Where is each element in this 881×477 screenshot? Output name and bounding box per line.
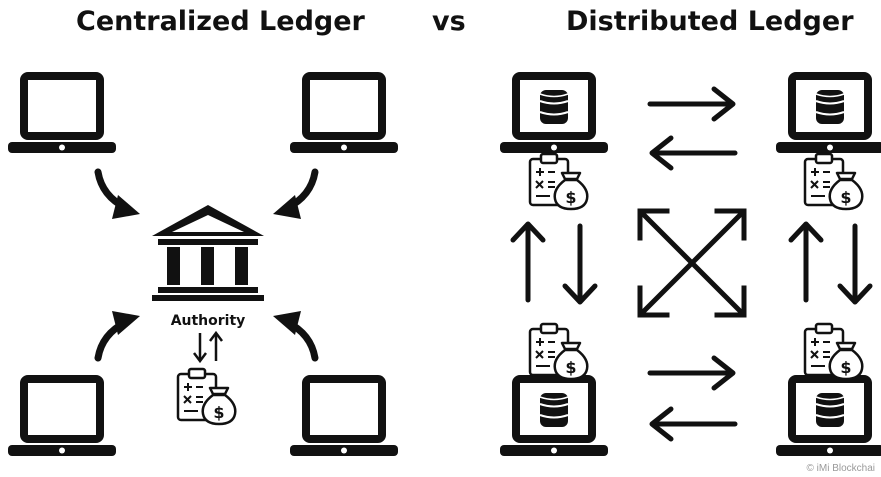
curved-arrow-icon — [273, 172, 315, 219]
database-icon — [815, 89, 845, 125]
ledger-clipboard-icon — [528, 322, 589, 381]
authority-label: Authority — [171, 313, 246, 329]
arrow-down-icon — [840, 226, 870, 302]
ledger-clipboard-icon — [176, 367, 237, 426]
centralized-ledger-title: Centralized Ledger — [76, 6, 365, 37]
arrow-left-icon — [652, 138, 735, 168]
exchange-arrows-icon — [193, 330, 223, 364]
database-icon — [539, 89, 569, 125]
arrow-right-icon — [650, 89, 733, 119]
arrow-right-icon — [650, 358, 733, 388]
bank-authority-icon — [152, 205, 264, 301]
curved-arrow-icon — [98, 311, 140, 358]
arrow-left-icon — [652, 409, 735, 439]
arrow-down-icon — [565, 226, 595, 302]
curved-arrow-icon — [98, 172, 140, 219]
credit-watermark: © iMi Blockchai — [806, 463, 876, 474]
vs-label: vs — [432, 6, 466, 37]
database-icon — [539, 392, 569, 428]
arrow-up-icon — [513, 224, 543, 300]
laptop-icon — [8, 76, 116, 153]
ledger-clipboard-icon — [803, 322, 864, 381]
laptop-icon — [290, 76, 398, 153]
laptop-icon — [290, 379, 398, 456]
database-icon — [815, 392, 845, 428]
cross-arrows-icon — [637, 208, 747, 318]
ledger-clipboard-icon — [528, 152, 589, 211]
curved-arrow-icon — [273, 311, 315, 358]
ledger-clipboard-icon — [803, 152, 864, 211]
arrow-up-icon — [791, 224, 821, 300]
laptop-icon — [8, 379, 116, 456]
distributed-ledger-title: Distributed Ledger — [566, 6, 854, 37]
